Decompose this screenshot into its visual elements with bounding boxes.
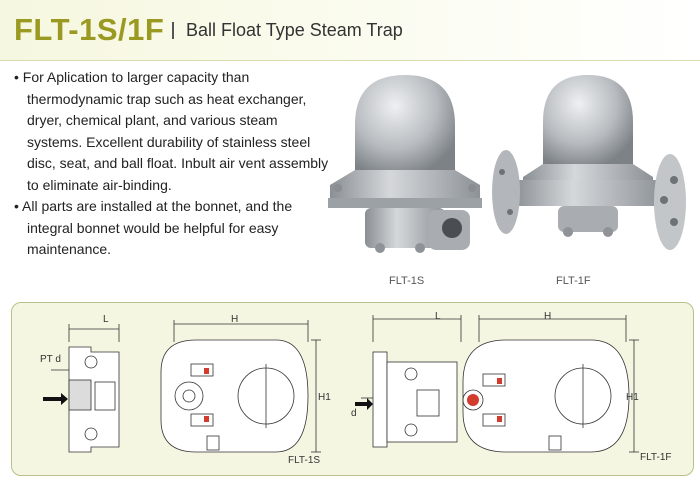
flt-1s-dim-h: H — [231, 314, 239, 325]
flt-1s-dim-l: L — [103, 314, 109, 325]
flt-1s-inlet-label: PT d — [40, 354, 61, 365]
flt-1s-drawing — [43, 320, 321, 453]
title-separator — [172, 22, 174, 39]
flt-1f-dim-l: L — [435, 311, 441, 322]
title-bar: FLT-1S/1F Ball Float Type Steam Trap — [0, 0, 700, 61]
flt-1s-drawing-caption: FLT-1S — [288, 455, 321, 466]
flt-1f-inlet-label: d — [351, 408, 357, 419]
description-item: • All parts are installed at the bonnet,… — [14, 198, 293, 257]
flt-1f-drawing-caption: FLT-1F — [640, 452, 672, 463]
description-list: • For Aplication to larger capacity than… — [14, 67, 334, 261]
flt-1s-photo-caption: FLT-1S — [389, 275, 425, 287]
model-title: FLT-1S/1F — [14, 12, 165, 47]
product-subtitle: Ball Float Type Steam Trap — [186, 20, 403, 40]
flt-1f-photo — [492, 75, 686, 250]
flt-1f-dim-h1: H1 — [626, 392, 639, 403]
flt-1s-dim-h1: H1 — [318, 392, 331, 403]
flt-1f-drawing — [355, 315, 639, 453]
flt-1f-photo-caption: FLT-1F — [556, 275, 591, 287]
flt-1f-dim-h: H — [544, 311, 552, 322]
description-item: • For Aplication to larger capacity than… — [14, 69, 329, 193]
flt-1s-photo — [328, 75, 482, 253]
